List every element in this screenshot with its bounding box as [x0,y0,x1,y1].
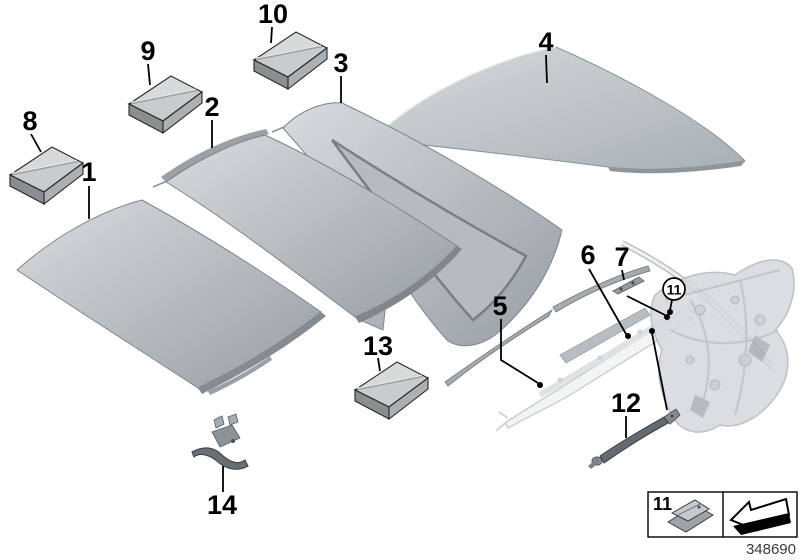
callout-label-9[interactable]: 9 [140,36,155,66]
callout-label-13[interactable]: 13 [363,331,393,361]
callout-label-7[interactable]: 7 [614,242,629,272]
panel-4-rear-window-glass [370,46,747,174]
callout-6[interactable]: 6 [580,240,631,339]
callout-label-4[interactable]: 4 [538,27,553,57]
callout-7[interactable]: 7 [614,242,670,320]
callout-label-1[interactable]: 1 [81,157,96,187]
callout-label-8[interactable]: 8 [22,106,37,136]
callout-label-5[interactable]: 5 [492,291,507,321]
callout-circle-11 [662,277,686,301]
callout-2[interactable]: 2 [204,92,220,148]
callout-9[interactable]: 9 [140,36,156,86]
seal-strip-12 [588,408,681,469]
callout-1[interactable]: 1 [81,157,97,219]
callout-label-10[interactable]: 10 [258,0,288,29]
parts-kit-box-8 [8,145,85,206]
folding-top-frame-mechanism [650,259,795,433]
callout-label-12[interactable]: 12 [611,388,641,418]
callout-12[interactable]: 12 [611,328,668,438]
seal-strip-6 [552,265,651,313]
legend-box: 11 [647,491,798,538]
callout-8[interactable]: 8 [22,106,42,153]
diagram-number: 348690 [746,541,796,558]
callout-3[interactable]: 3 [333,48,349,103]
parts-kit-box-10 [252,30,329,91]
panel-1-roof-front-section [16,199,326,395]
seal-strip-5 [444,308,553,387]
clip-piece-7 [611,276,646,296]
legend-ref-label: 11 [653,494,672,514]
direction-of-travel-arrow-icon [729,497,791,535]
callout-label-3[interactable]: 3 [333,48,348,78]
retaining-clip-icon [667,499,714,533]
callout-label-2[interactable]: 2 [204,92,219,122]
callout-4[interactable]: 4 [538,27,554,84]
callout-label-14[interactable]: 14 [207,490,237,520]
callout-14[interactable]: 14 [207,466,237,520]
callout-11-circled[interactable]: 11 [662,277,686,315]
callout-5[interactable]: 5 [492,291,543,388]
roof-frame-side-rail [495,302,696,432]
callout-13[interactable]: 13 [363,331,393,372]
panel-2-roof-middle-section [152,129,462,323]
parts-kit-box-13 [353,360,430,421]
bracket-14 [191,413,249,470]
callout-label-6[interactable]: 6 [580,240,595,270]
parts-kit-box-9 [127,74,204,135]
callout-10[interactable]: 10 [258,0,288,44]
callout-label-11[interactable]: 11 [667,282,682,298]
